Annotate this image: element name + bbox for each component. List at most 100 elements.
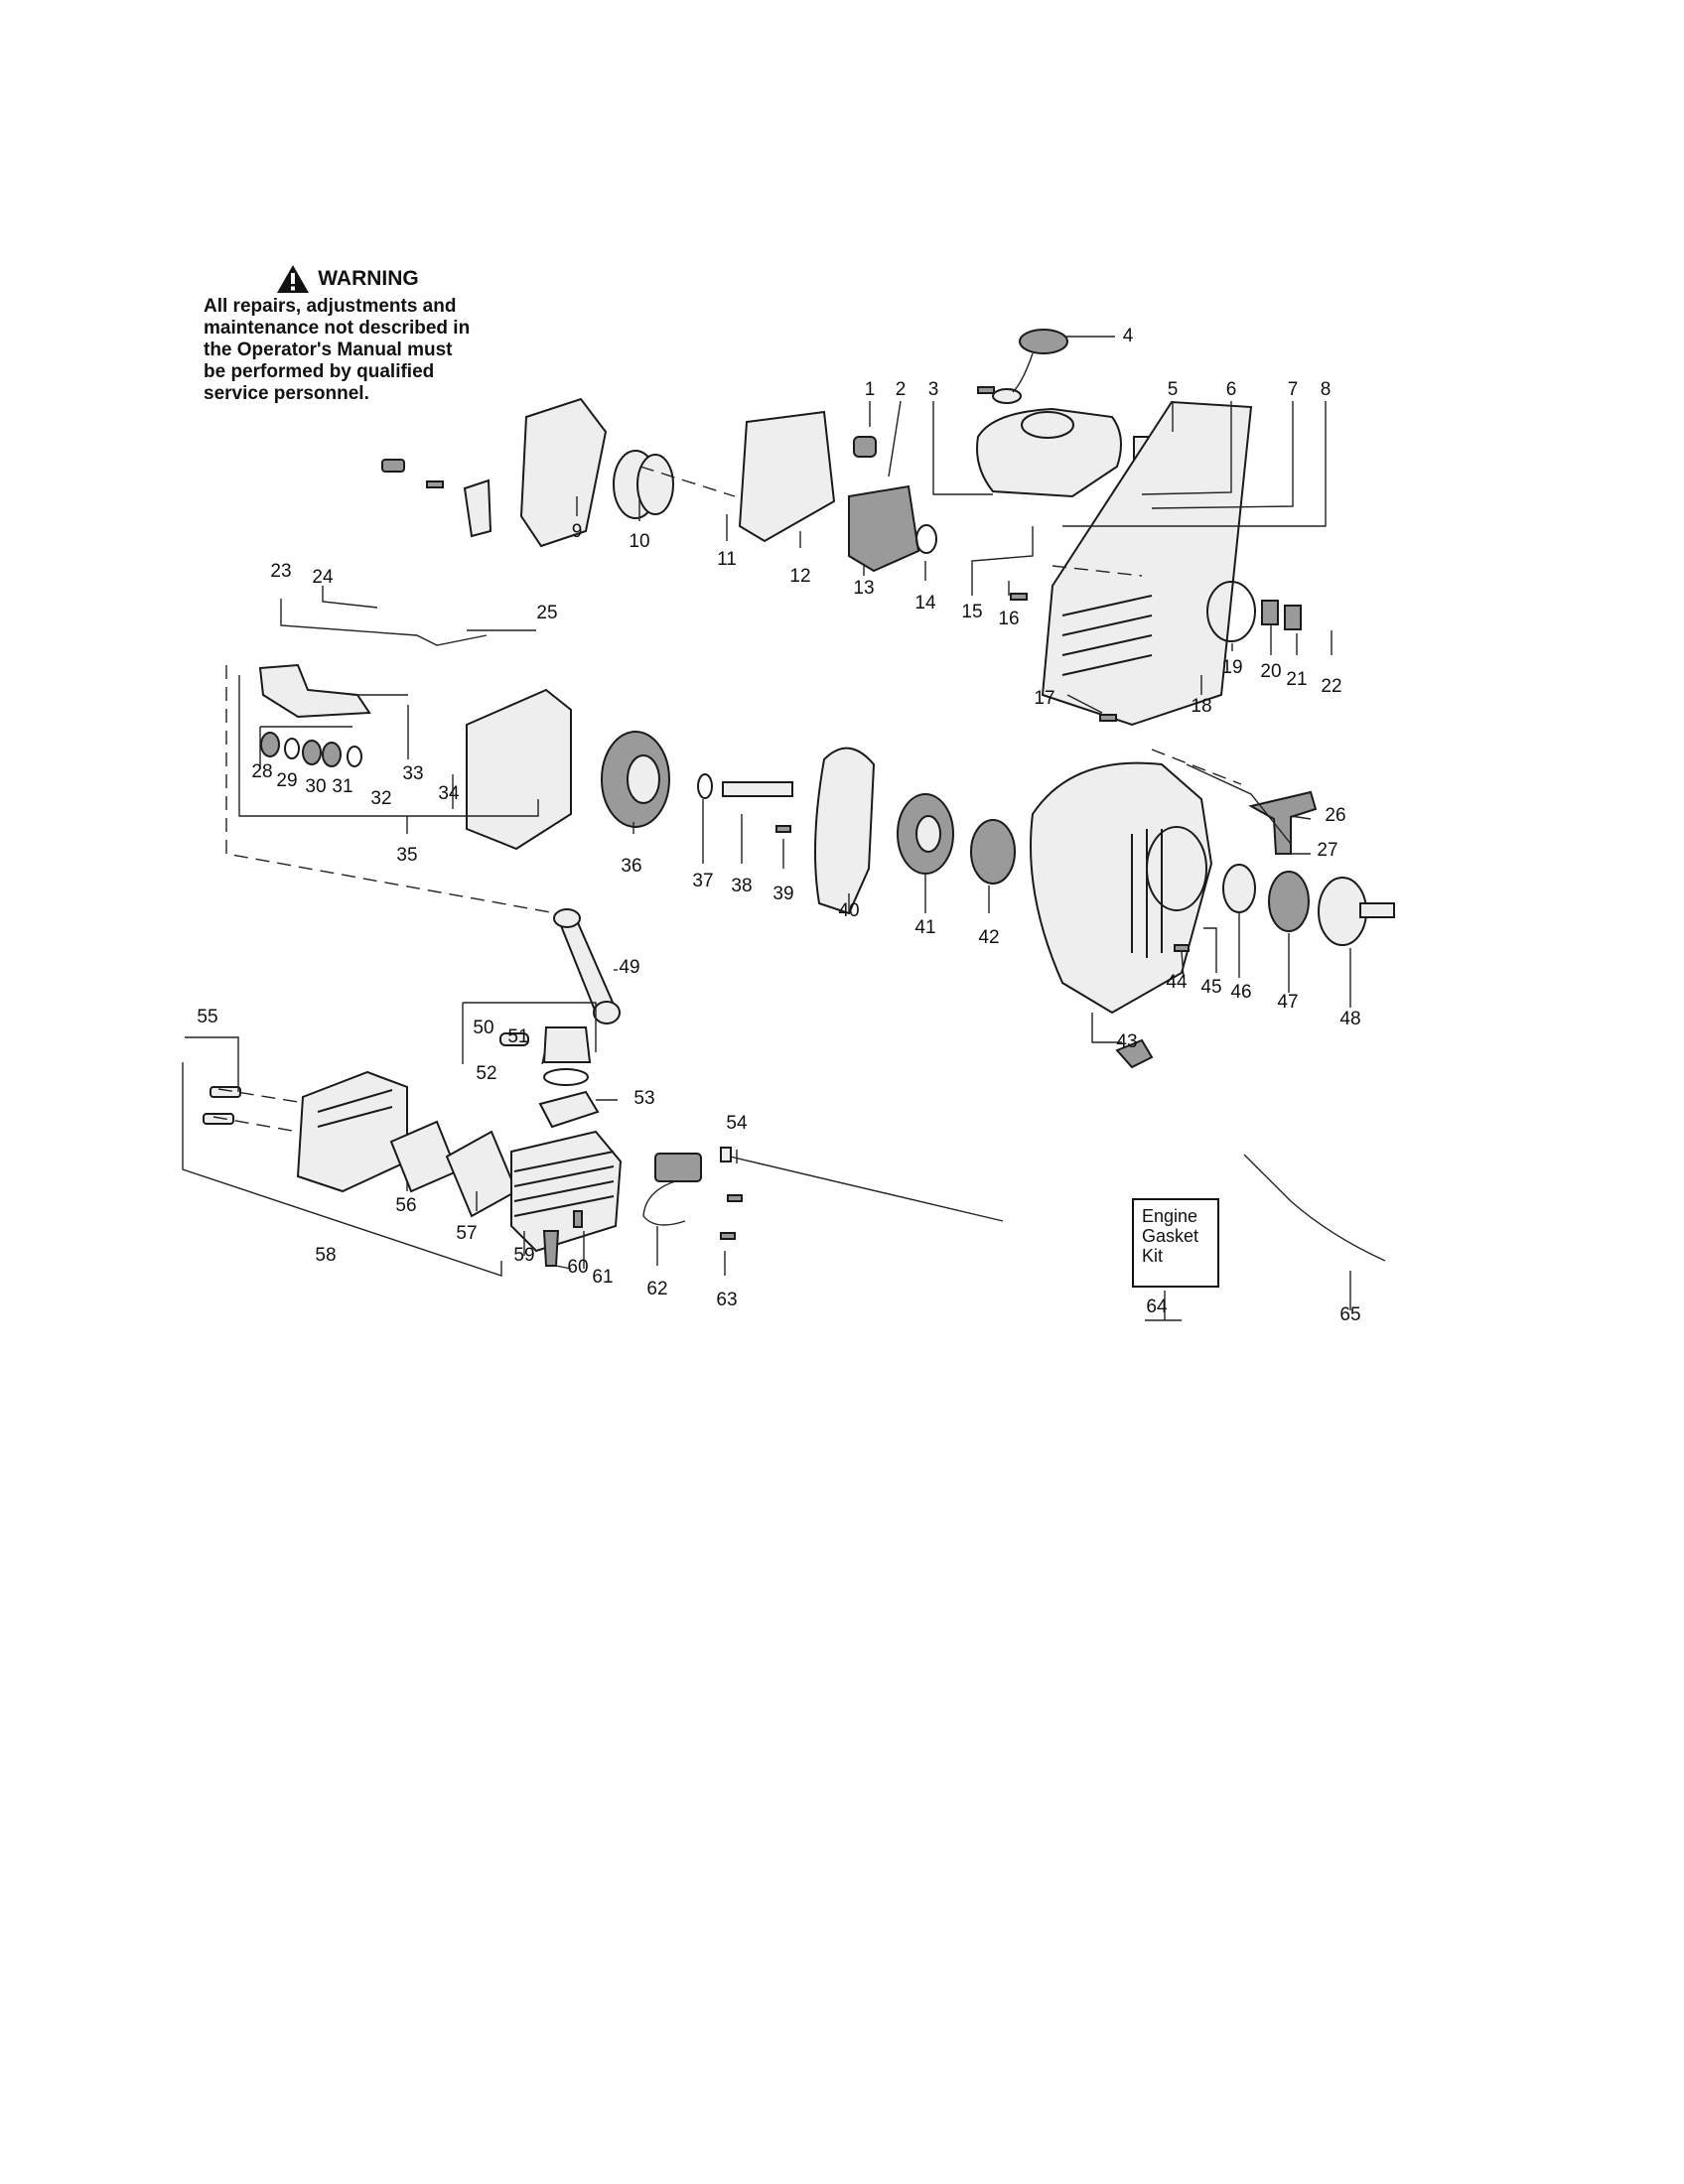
piston-drawing: [542, 1026, 592, 1063]
washer-drawing: [1222, 864, 1256, 913]
fuel-tank-drawing: [976, 407, 1122, 498]
warning-line: All repairs, adjustments and: [204, 296, 457, 317]
small-part-drawing: [1284, 605, 1302, 630]
callout-24: 24: [312, 567, 334, 588]
callout-59: 59: [513, 1245, 534, 1266]
callout-50: 50: [473, 1018, 493, 1038]
ring-drawing: [347, 746, 362, 767]
engine-housing-drawing: [1041, 400, 1253, 727]
starter-handle-drawing: [1248, 790, 1318, 855]
callout-58: 58: [315, 1245, 336, 1266]
callout-41: 41: [914, 917, 935, 938]
warning-header: WARNING: [204, 264, 491, 294]
callout-49: 49: [619, 957, 639, 978]
cable-end-drawing: [720, 1147, 732, 1162]
fuel-cap-retainer-drawing: [992, 388, 1022, 404]
callout-40: 40: [838, 900, 859, 921]
part-illustrations: [203, 329, 1395, 1267]
callout-23: 23: [270, 561, 291, 582]
crankcase-drawing: [466, 688, 572, 851]
callout-52: 52: [476, 1063, 496, 1084]
crankshaft-drawing: [258, 663, 371, 719]
seal-drawing: [260, 732, 280, 757]
callout-numbers: 1 2 3 4 5 6 7 8 9 10 11 12 13 14 15 16 1…: [197, 326, 1360, 1325]
air-filter-cover-drawing: [519, 397, 608, 548]
piston-ring-drawing: [543, 1068, 589, 1086]
callout-17: 17: [1034, 688, 1054, 709]
callout-36: 36: [621, 856, 641, 877]
screw-drawing: [977, 386, 995, 394]
callout-11: 11: [717, 549, 737, 570]
callout-22: 22: [1321, 676, 1341, 697]
callout-54: 54: [726, 1113, 748, 1134]
callout-61: 61: [592, 1267, 613, 1288]
screw-drawing: [426, 480, 444, 488]
callout-26: 26: [1325, 805, 1345, 826]
warning-line: maintenance not described in: [204, 318, 471, 339]
clutch-drawing: [1268, 871, 1310, 932]
screw-drawing: [727, 1194, 743, 1202]
callout-42: 42: [978, 927, 999, 948]
callout-6: 6: [1226, 379, 1237, 400]
callout-20: 20: [1260, 661, 1281, 682]
screw-drawing: [1174, 944, 1190, 952]
carburetor-drawing: [848, 484, 920, 573]
warning-text: All repairs, adjustments and maintenance…: [204, 296, 491, 405]
warning-line: service personnel.: [204, 383, 369, 404]
callout-51: 51: [507, 1026, 528, 1047]
callout-8: 8: [1321, 379, 1332, 400]
clutch-drum-drawing: [1318, 877, 1367, 946]
callout-64: 64: [1146, 1297, 1168, 1317]
bolt-drawing: [210, 1086, 241, 1098]
kit-box-line: Gasket: [1142, 1226, 1199, 1246]
shaft-drawing: [722, 781, 793, 797]
washer-drawing: [284, 738, 300, 759]
warning-line: the Operator's Manual must: [204, 340, 453, 360]
callout-12: 12: [789, 566, 810, 587]
callout-28: 28: [251, 761, 272, 782]
bolt-drawing: [203, 1113, 234, 1125]
callout-25: 25: [536, 603, 557, 623]
engine-gasket-kit-box: Engine Gasket Kit: [1132, 1198, 1219, 1288]
callout-27: 27: [1317, 840, 1337, 861]
throttle-link-drawing: [463, 478, 492, 538]
screw-drawing: [1099, 714, 1117, 722]
warning-title: WARNING: [318, 267, 419, 290]
callout-63: 63: [716, 1290, 737, 1310]
callout-32: 32: [370, 788, 391, 809]
callout-15: 15: [961, 602, 982, 622]
drum-shaft-drawing: [1359, 902, 1395, 918]
callout-18: 18: [1191, 696, 1211, 717]
callout-13: 13: [853, 578, 874, 599]
piston-pin-drawing: [499, 1032, 529, 1046]
kit-box-line: Engine: [1142, 1206, 1198, 1226]
callout-53: 53: [633, 1088, 654, 1109]
bearing-drawing: [322, 742, 342, 767]
callout-65: 65: [1339, 1304, 1360, 1325]
callout-31: 31: [332, 776, 352, 797]
callout-14: 14: [914, 593, 936, 614]
throttle-cable-drawing: [729, 1156, 1004, 1222]
small-part-drawing: [381, 459, 405, 473]
washer-drawing: [697, 773, 713, 799]
callout-21: 21: [1286, 669, 1307, 690]
callout-29: 29: [276, 770, 297, 791]
leader-lines: [182, 336, 1351, 1321]
screw-drawing: [1010, 593, 1028, 601]
callout-30: 30: [305, 776, 326, 797]
callout-35: 35: [396, 845, 417, 866]
callout-5: 5: [1168, 379, 1179, 400]
callout-4: 4: [1123, 326, 1134, 346]
warning-notice: WARNING All repairs, adjustments and mai…: [204, 264, 491, 405]
pawl-plate-drawing: [970, 819, 1016, 885]
warning-triangle-icon: [277, 265, 310, 293]
callout-47: 47: [1277, 992, 1298, 1013]
callout-10: 10: [629, 531, 649, 552]
callout-2: 2: [896, 379, 907, 400]
o-ring-drawing: [1206, 581, 1256, 642]
callout-16: 16: [998, 609, 1019, 629]
callout-48: 48: [1339, 1009, 1360, 1029]
callout-39: 39: [772, 884, 793, 904]
callout-9: 9: [572, 521, 583, 542]
wire-drawing: [1243, 1154, 1386, 1262]
